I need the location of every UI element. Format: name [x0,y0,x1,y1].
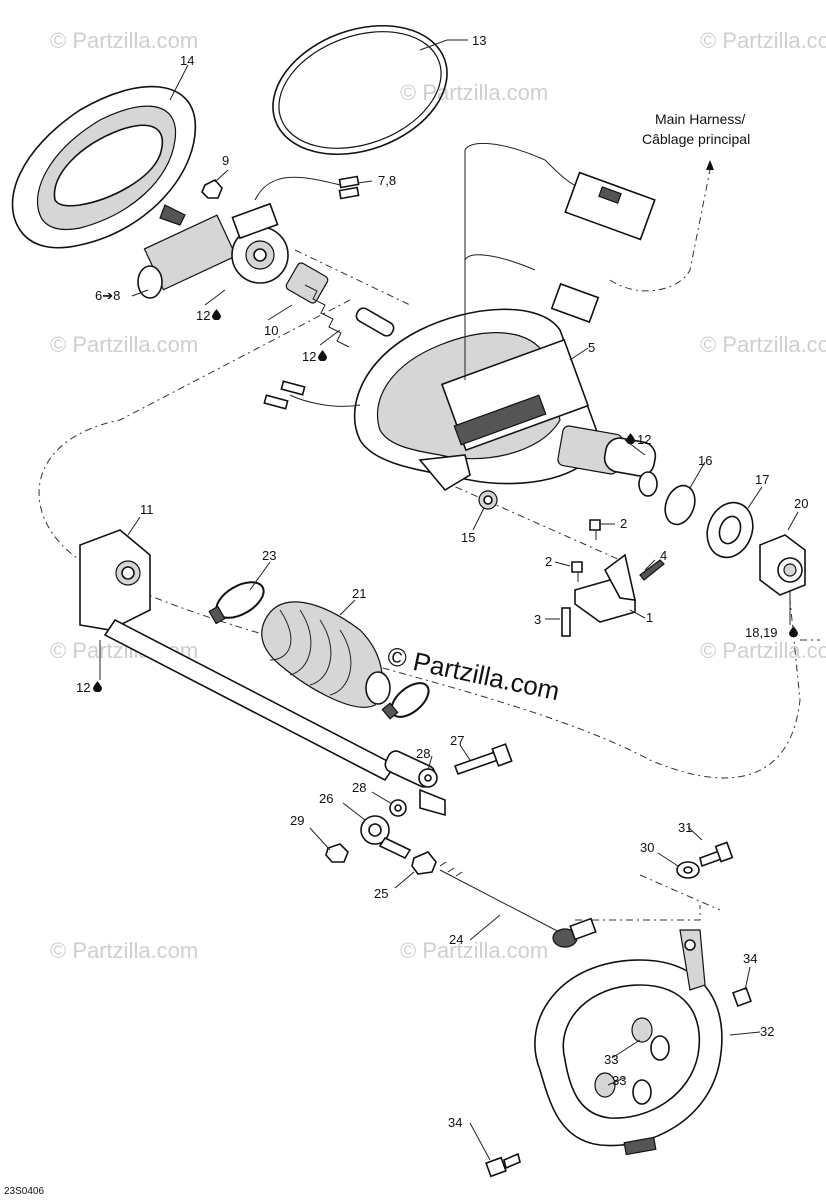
part-32-mount [534,929,723,1156]
part-17-washer [706,501,754,559]
callout-34: 34 [448,1115,462,1130]
part-14-cover [11,85,197,249]
watermark-text: © Partzilla.com [700,28,826,53]
part-3-pin [561,607,571,637]
callout-labels: 13 14 9 7,8 6➔8 12 10 12 5 12 16 17 20 1… [76,33,808,1130]
callout-34: 34 [743,951,757,966]
callout-4: 4 [660,548,667,563]
callout-29: 29 [290,813,304,828]
partzilla-watermark: © Partzilla.com [385,641,563,707]
callout-12: 12 [76,680,90,695]
callout-3: 3 [534,612,541,627]
watermark-text: © Partzilla.com [700,332,826,357]
callout-30: 30 [640,840,654,855]
callout-14: 14 [180,53,194,68]
watermark-text: © Partzilla.com [50,28,198,53]
part-13-seal [272,24,448,156]
harness-label-line1: Main Harness/ [655,111,745,127]
part-23-clamp [208,581,265,625]
part-22-clamp [381,682,430,720]
callout-7-8: 7,8 [378,173,396,188]
callout-10: 10 [264,323,278,338]
part-11-rod [79,529,436,788]
bracket-dashed-line [439,479,621,561]
drop-icon [93,681,102,692]
harness-dashed-link [609,169,711,292]
part-30-washer [676,861,700,879]
callout-2: 2 [545,554,552,569]
callout-31: 31 [678,820,692,835]
part-1-bracket [574,553,637,623]
part-27-bolt [453,743,513,776]
part-clevis [419,788,446,817]
callout-11: 11 [140,502,154,517]
part-5-housing [353,308,658,497]
callout-6-8: 6➔8 [95,288,120,303]
callout-16: 16 [698,453,712,468]
part-10-spring [285,262,395,348]
part-4-clip [639,559,665,581]
callout-21: 21 [352,586,366,601]
drop-icon [789,626,798,637]
callout-27: 27 [450,733,464,748]
arrow-icon [706,160,714,170]
part-20-nut [759,534,806,596]
callout-13: 13 [472,33,486,48]
diagram-code: 23S0406 [4,1186,44,1197]
part-2-screw [571,519,601,582]
drop-icon [318,350,327,361]
part-21-boot [261,601,391,708]
callout-9: 9 [222,153,229,168]
part-24-cable [439,861,597,948]
watermark-text: © Partzilla.com [400,80,548,105]
callout-leaders [99,39,799,1161]
part-28-washer [389,768,438,817]
callout-23: 23 [262,548,276,563]
callout-2: 2 [620,516,627,531]
callout-12: 12 [196,308,210,323]
part-6-motor [137,202,289,299]
callout-28: 28 [352,780,366,795]
callout-20: 20 [794,496,808,511]
watermark-text: © Partzilla.com [400,938,548,963]
harness-label: Main Harness/ Câblage principal [642,111,750,147]
drop-icon [626,433,635,444]
callout-28: 28 [416,746,430,761]
callout-12: 12 [302,349,316,364]
part-15-grommet [478,490,498,510]
part-31-bolt [699,841,734,868]
callout-25: 25 [374,886,388,901]
harness-label-line2: Câblage principal [642,131,750,147]
part-34-bolt [485,987,752,1178]
callout-32: 32 [760,1024,774,1039]
part-29-nut [325,843,349,863]
callout-12: 12 [637,432,651,447]
part-7-wire [254,175,360,201]
harness-wiring [263,142,656,410]
part-9-nut [201,179,223,199]
callout-17: 17 [755,472,769,487]
callout-15: 15 [461,530,475,545]
part-16-o-ring [664,484,696,526]
part-26-rod-end [360,815,412,860]
part-25-nut [411,851,437,875]
motor-dashed-line [294,249,411,306]
callout-26: 26 [319,791,333,806]
callout-1: 1 [646,610,653,625]
callout-33: 33 [612,1073,626,1088]
callout-24: 24 [449,932,463,947]
callout-5: 5 [588,340,595,355]
callout-33: 33 [604,1052,618,1067]
callout-18-19: 18,19 [745,625,778,640]
mount-dashed-line [575,874,721,921]
watermark-text: © Partzilla.com [700,638,826,663]
watermark-text: © Partzilla.com [50,332,198,357]
drop-icon [212,309,221,320]
watermark-text: © Partzilla.com [50,938,198,963]
